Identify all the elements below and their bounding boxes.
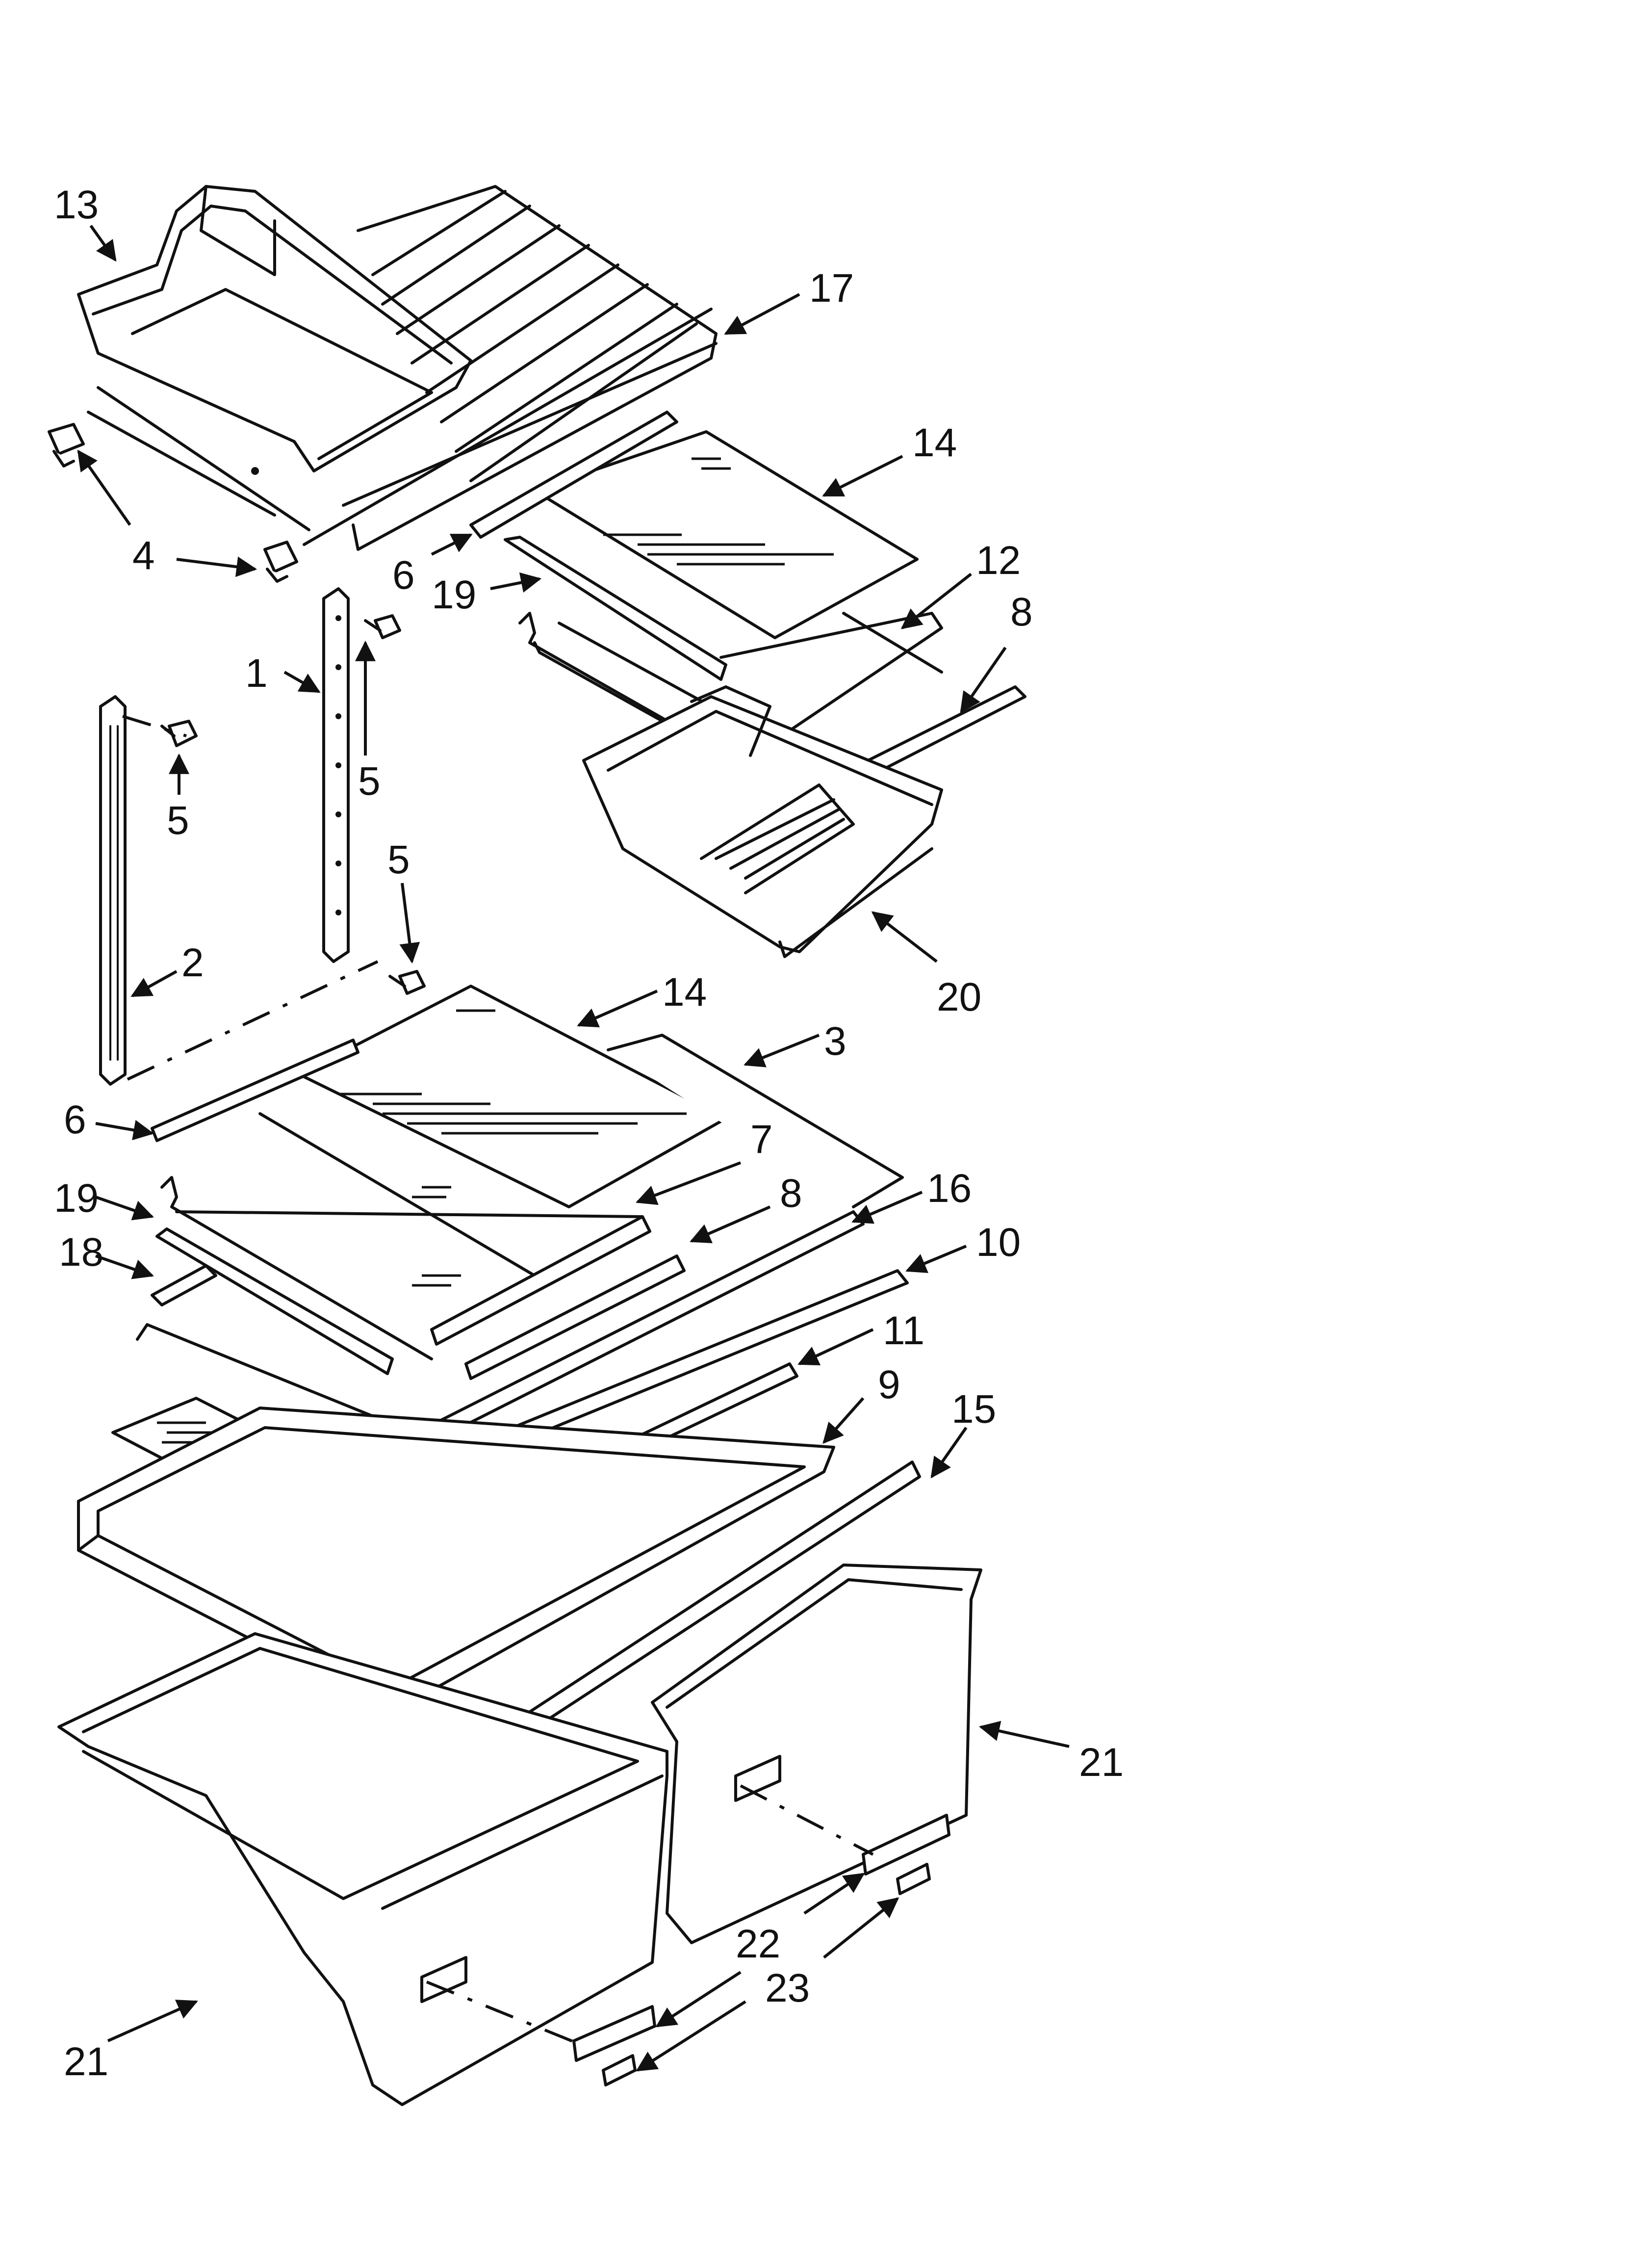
callout-9: 9 (878, 1362, 900, 1407)
part-14-glass-shelf-upper (533, 430, 919, 639)
callout-6-upper: 6 (392, 553, 415, 598)
callout-19-upper: 19 (432, 573, 476, 617)
callout-8-upper: 8 (1010, 590, 1033, 634)
part-21-crisper-drawer-left (57, 1632, 668, 2106)
callout-10: 10 (976, 1220, 1021, 1265)
part-13-storage-bin (77, 185, 472, 472)
callout-19-lower: 19 (54, 1176, 99, 1221)
callout-leaders (77, 225, 1070, 2072)
callout-17: 17 (809, 266, 854, 311)
callout-16: 16 (927, 1166, 972, 1211)
callout-5-lower: 5 (387, 837, 410, 882)
part-4-shelf-support (48, 423, 298, 583)
callout-labels: 13 17 14 4 6 19 12 8 1 5 5 5 2 20 14 3 6… (54, 182, 1124, 2084)
callout-12: 12 (976, 538, 1021, 583)
part-6-shelf-trim-lower (151, 1039, 359, 1142)
callout-8-lower: 8 (780, 1171, 802, 1216)
part-5-screw (160, 614, 426, 995)
callout-21-left: 21 (64, 2039, 108, 2084)
callout-23: 23 (765, 1966, 810, 2010)
callout-21-right: 21 (1079, 1740, 1124, 1785)
callout-14-upper: 14 (912, 420, 957, 465)
part-20-deli-drawer (582, 685, 943, 958)
part-22-drawer-slide (572, 1814, 950, 2062)
callout-18: 18 (59, 1230, 103, 1275)
assembly-lines (122, 715, 874, 2047)
part-18-shelf-clip (151, 1264, 217, 1306)
callout-1: 1 (245, 651, 268, 696)
callout-13: 13 (54, 182, 99, 227)
callout-4: 4 (132, 533, 155, 578)
part-1-vertical-rail (322, 587, 350, 963)
callout-15: 15 (951, 1387, 996, 1432)
callout-3: 3 (824, 1019, 847, 1064)
callout-14-lower: 14 (662, 970, 707, 1015)
callout-22: 22 (736, 1922, 780, 1966)
part-17-wire-shelf (87, 185, 718, 551)
part-21-crisper-drawer-right (651, 1564, 982, 1944)
part-6-shelf-trim-upper (469, 411, 678, 539)
part-19-shelf-frame-lower (155, 1176, 644, 1375)
callout-6-lower: 6 (64, 1097, 86, 1142)
part-2-vertical-rail (99, 695, 127, 1086)
callout-5-left: 5 (167, 798, 189, 843)
callout-20: 20 (937, 975, 981, 1019)
callout-11: 11 (883, 1308, 924, 1353)
callout-2: 2 (181, 940, 204, 985)
part-23-drawer-pin (602, 1863, 931, 2086)
part-7-shelf-bar (430, 1215, 651, 1346)
callout-5-rail: 5 (358, 759, 381, 804)
part-8-shelf-bar-lower (464, 1254, 686, 1380)
callout-7: 7 (750, 1117, 773, 1162)
